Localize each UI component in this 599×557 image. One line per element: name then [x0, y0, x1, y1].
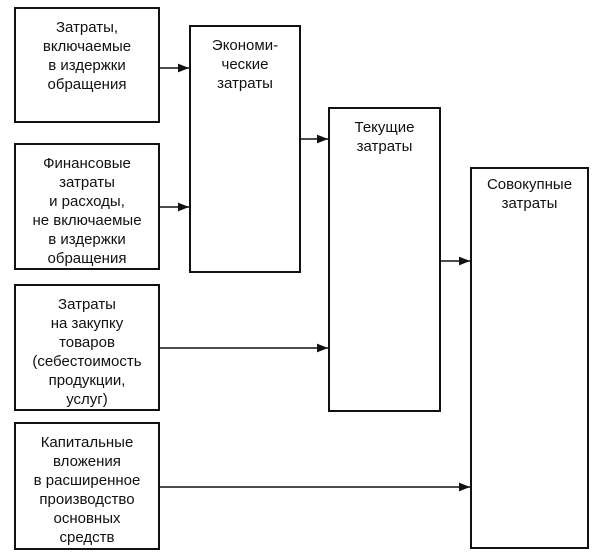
box-label: Капитальные вложения в расширенное произ…: [33, 434, 141, 546]
box-label: Экономи- ческие затраты: [211, 37, 279, 92]
box-label: Текущие затраты: [354, 119, 415, 155]
box-label: Финансовые затраты и расходы, не включае…: [32, 155, 142, 267]
box-purchase-costs: Затраты на закупку товаров (себестоимост…: [14, 284, 160, 411]
box-costs-included-in-distribution: Затраты, включаемые в издержки обращения: [14, 7, 160, 123]
box-capital-investments: Капитальные вложения в расширенное произ…: [14, 422, 160, 550]
box-label: Затраты на закупку товаров (себестоимост…: [32, 296, 142, 408]
box-total-costs: Совокупные затраты: [470, 167, 589, 549]
box-label: Затраты, включаемые в издержки обращения: [42, 19, 132, 93]
box-label: Совокупные затраты: [486, 176, 573, 212]
box-current-costs: Текущие затраты: [328, 107, 441, 412]
box-financial-costs: Финансовые затраты и расходы, не включае…: [14, 143, 160, 270]
box-economic-costs: Экономи- ческие затраты: [189, 25, 301, 273]
